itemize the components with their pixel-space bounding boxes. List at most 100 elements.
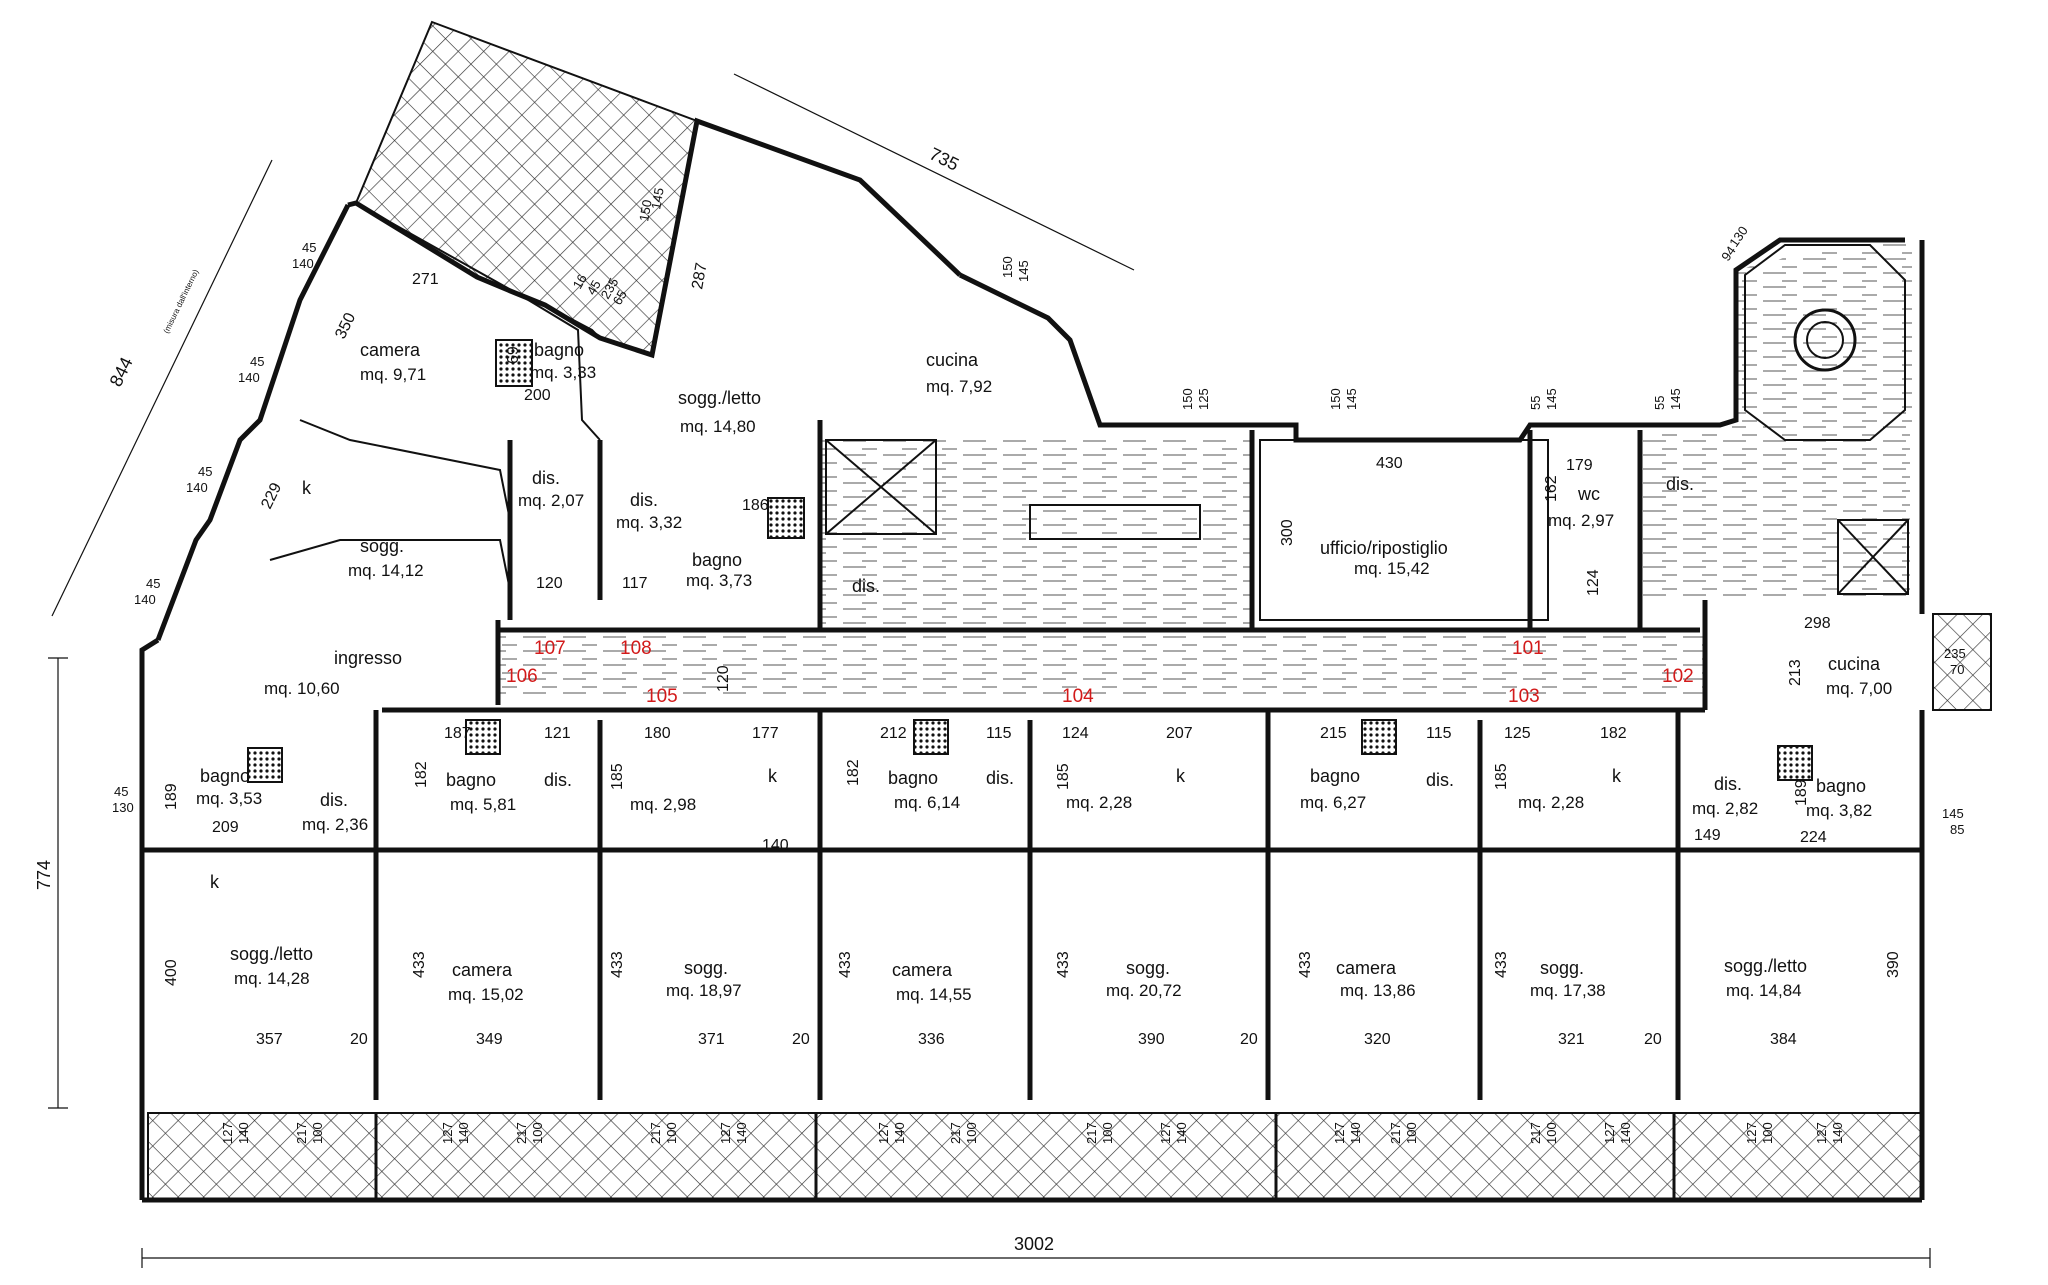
- dim-label: 117: [622, 575, 648, 592]
- dim-label: 185: [1493, 763, 1510, 790]
- dim-label: 100: [664, 1122, 679, 1144]
- dim-label: 349: [476, 1031, 503, 1048]
- dim-label: 45: [198, 464, 212, 479]
- dim-label: 200: [524, 387, 551, 404]
- dim-label: 180: [644, 725, 671, 742]
- dim-label: 127: [1332, 1122, 1347, 1144]
- room-area: mq. 9,71: [360, 365, 426, 384]
- room-name: bagno: [534, 340, 584, 360]
- dim-label: 100: [964, 1122, 979, 1144]
- dim-note: (misura dall'interno): [162, 268, 201, 335]
- room-name: bagno: [888, 768, 938, 788]
- dim-label: 390: [1138, 1031, 1165, 1048]
- room-area: mq. 15,42: [1354, 559, 1430, 578]
- room-name: k: [210, 872, 220, 892]
- dim-label: 85: [1950, 822, 1964, 837]
- dim-label: 45: [584, 277, 604, 297]
- dim-label: 209: [212, 819, 239, 836]
- dim-label: 321: [1558, 1031, 1585, 1048]
- room-name: sogg.: [360, 536, 404, 556]
- room-name: wc: [1577, 484, 1600, 504]
- unit-number: 103: [1508, 686, 1540, 707]
- dim-label: 213: [1787, 659, 1804, 686]
- dim-label: 217: [1388, 1122, 1403, 1144]
- walls: [139, 117, 1925, 1203]
- dim-label: 145: [1668, 388, 1683, 410]
- dim-label: 140: [238, 370, 260, 385]
- unit-number: 106: [506, 666, 538, 687]
- room-area: mq. 10,60: [264, 679, 340, 698]
- dim-label: 145: [1016, 260, 1031, 282]
- room-area: mq. 2,07: [518, 491, 584, 510]
- dim-label: 140: [186, 480, 208, 495]
- unit-numbers: 101 102 103 104 105 106 107 108: [506, 638, 1694, 707]
- dim-label: 150: [1328, 388, 1343, 410]
- room-name: bagno: [1310, 766, 1360, 786]
- dim-label: 217: [514, 1122, 529, 1144]
- dim-label: 20: [1240, 1031, 1258, 1048]
- dim-label: 100: [530, 1122, 545, 1144]
- dim-label: 207: [1166, 725, 1193, 742]
- room-name: camera: [892, 960, 953, 980]
- room-area: mq. 15,02: [448, 985, 524, 1004]
- room-area: mq. 18,97: [666, 981, 742, 1000]
- dim-label: 69: [505, 346, 522, 364]
- room-name: cucina: [926, 350, 979, 370]
- dim-label: 140: [1348, 1122, 1363, 1144]
- room-name: camera: [360, 340, 421, 360]
- room-area: mq. 17,38: [1530, 981, 1606, 1000]
- dim-label: 149: [1694, 827, 1721, 844]
- dim-label: 177: [752, 725, 779, 742]
- room-name: bagno: [446, 770, 496, 790]
- room-name: camera: [452, 960, 513, 980]
- room-name: dis.: [986, 768, 1014, 788]
- dim-label: 127: [220, 1122, 235, 1144]
- room-area: mq. 14,80: [680, 417, 756, 436]
- dim-label: 121: [544, 725, 571, 742]
- dim-label: 217: [948, 1122, 963, 1144]
- dim-label: 140: [456, 1122, 471, 1144]
- dim-label: 140: [762, 837, 789, 854]
- dim-label: 390: [1885, 951, 1902, 978]
- room-area: mq. 2,82: [1692, 799, 1758, 818]
- dim-label: 120: [536, 575, 563, 592]
- dim-label: 187: [444, 725, 471, 742]
- room-name: dis.: [1714, 774, 1742, 794]
- room-area: mq. 2,28: [1518, 793, 1584, 812]
- room-area: mq. 5,81: [450, 795, 516, 814]
- room-name: sogg.: [1126, 958, 1170, 978]
- room-name: dis.: [630, 490, 658, 510]
- room-area: mq. 6,14: [894, 793, 960, 812]
- dim-label: 100: [1760, 1122, 1775, 1144]
- dim-label: 179: [1566, 457, 1593, 474]
- dim-label: 70: [1950, 662, 1964, 677]
- room-name: k: [1612, 766, 1622, 786]
- dim-label: 55: [1652, 396, 1667, 410]
- dim-label: 229: [258, 480, 285, 512]
- dim-label: 127: [1814, 1122, 1829, 1144]
- room-area: mq. 2,36: [302, 815, 368, 834]
- dim-label: 45: [146, 576, 160, 591]
- dim-label: 224: [1800, 829, 1827, 846]
- dim-label: 162: [1543, 475, 1560, 502]
- room-name: sogg./letto: [230, 944, 313, 964]
- room-area: mq. 2,28: [1066, 793, 1132, 812]
- dim-label: 189: [163, 783, 180, 810]
- dim-label: 300: [1279, 519, 1296, 546]
- dim-label: 140: [1618, 1122, 1633, 1144]
- room-area: mq. 13,86: [1340, 981, 1416, 1000]
- dim-label: 140: [292, 256, 314, 271]
- dim-label: 384: [1770, 1031, 1797, 1048]
- dimension-lines: [48, 73, 1931, 1268]
- dim-label: 127: [1602, 1122, 1617, 1144]
- dim-label: 433: [837, 951, 854, 978]
- dim-label: 150: [636, 199, 655, 223]
- room-name: sogg.: [1540, 958, 1584, 978]
- room-name: k: [768, 766, 778, 786]
- dim-label: 430: [1376, 455, 1403, 472]
- dim-label: 124: [1062, 725, 1089, 742]
- dim-label: 140: [1174, 1122, 1189, 1144]
- dim-label: 185: [1055, 763, 1072, 790]
- dim-label: 212: [880, 725, 907, 742]
- dim-label: 350: [332, 310, 359, 342]
